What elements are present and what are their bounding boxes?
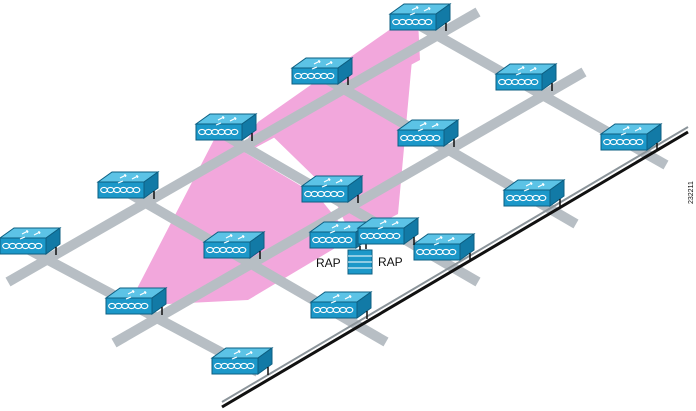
wireless-mesh-ap-icon [203,231,265,260]
wireless-mesh-ap-icon [105,287,167,316]
switch-stack-icon [347,246,373,275]
figure-number: 232211 [688,181,695,204]
root-ap-right-icon [357,217,419,246]
wireless-mesh-ap-icon [495,63,557,92]
wireless-mesh-ap-icon [291,57,353,86]
wireless-mesh-ap-icon [413,233,475,262]
wireless-mesh-ap-icon [397,119,459,148]
wireless-mesh-ap-icon [97,171,159,200]
wireless-mesh-ap-icon [600,123,662,152]
wireless-mesh-ap-icon [503,179,565,208]
wireless-mesh-ap-icon [0,227,61,256]
mesh-access-points [0,3,662,376]
root-access-points: RAP RAP [309,217,419,275]
wired-backbone [221,126,689,409]
wireless-mesh-ap-icon [195,113,257,142]
coverage-zone-lower-left [128,132,352,306]
wireless-mesh-ap-icon [310,291,372,320]
rap-right-label: RAP [378,255,403,269]
wireless-mesh-ap-icon [301,175,363,204]
wireless-mesh-ap-icon [211,347,273,376]
rap-left-label: RAP [316,256,341,270]
wireless-mesh-ap-icon [389,3,451,32]
